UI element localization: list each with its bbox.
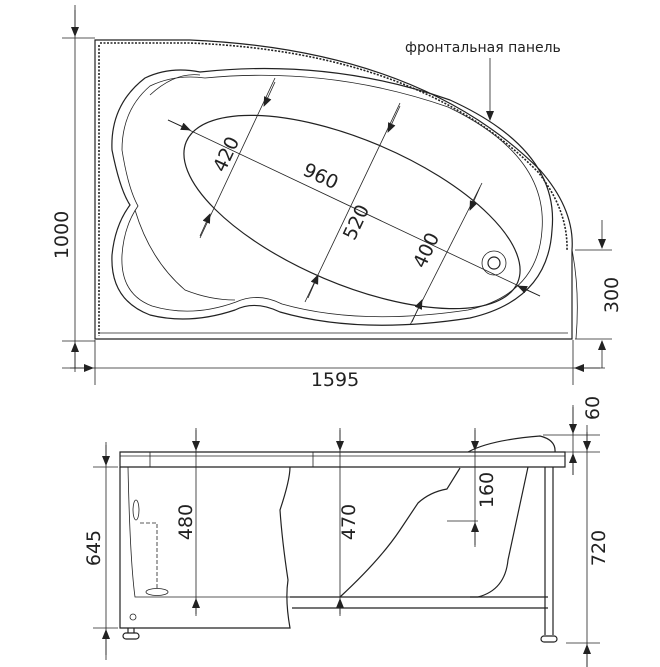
dim-width-c: 400 [409,229,444,271]
dim-depth-a: 480 [175,504,197,540]
headrest [467,435,556,453]
dim-rim-height: 645 [83,530,105,566]
leg-right [540,635,558,643]
tub-outline [94,39,573,340]
front-panel-line [100,42,568,251]
overflow-icon [132,499,140,521]
bowl-bottom [183,114,521,310]
dim-length: 1595 [311,369,359,391]
side-view: 645 480 470 160 60 720 [83,396,610,667]
dim-depth-b: 470 [338,504,360,540]
dim-headrest-top: 60 [582,396,604,420]
dim-width-b: 520 [339,201,374,243]
leg-left [122,632,140,640]
top-view: 1000 1595 300 960 420 520 400 фронтальна… [51,5,623,391]
dim-total-height: 720 [588,530,610,566]
dim-depth: 1000 [51,211,73,259]
front-panel-label: фронтальная панель [405,40,561,56]
rim [119,451,566,468]
dim-bowl-length: 960 [299,159,341,194]
drain-side-icon [145,588,169,596]
drain-icon [487,256,501,270]
tub-profile [339,466,529,598]
front-panel [119,466,291,629]
rim-outline [111,67,554,326]
dim-side: 300 [601,277,623,313]
dim-headrest: 160 [476,472,498,508]
